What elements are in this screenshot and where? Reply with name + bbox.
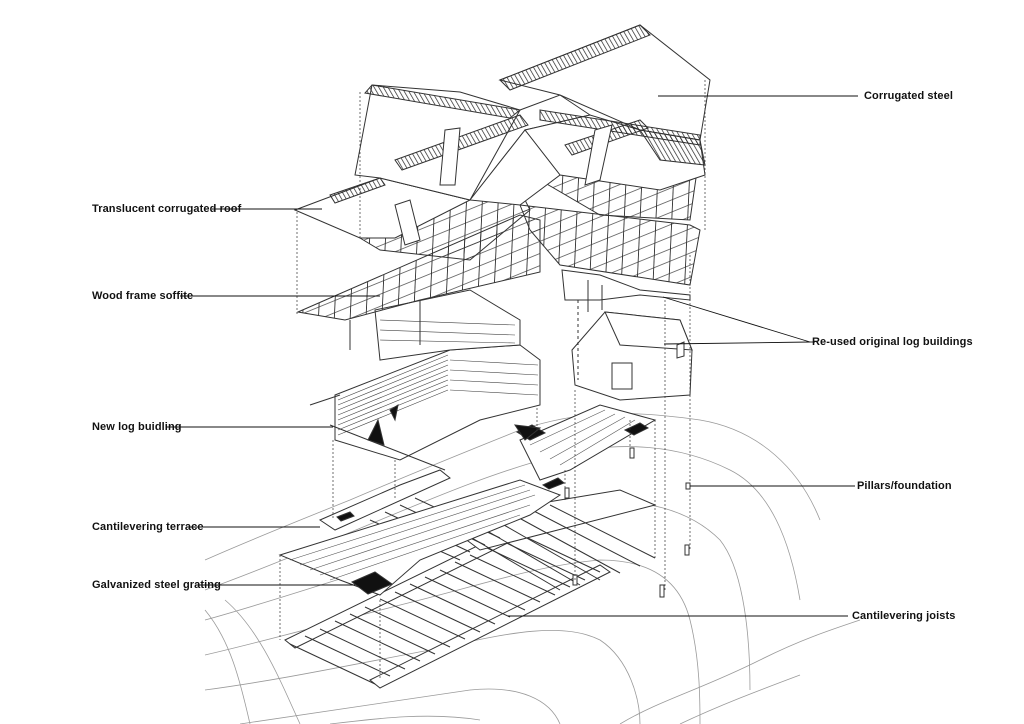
reused-log-buildings xyxy=(561,269,693,401)
label-new-log-building: New log buidling xyxy=(92,421,182,433)
label-cantilevering-joists: Cantilevering joists xyxy=(852,610,956,622)
projection-lines xyxy=(279,80,706,680)
roof-assembly xyxy=(293,24,711,246)
label-translucent-roof: Translucent corrugated roof xyxy=(92,203,242,215)
leader-lines xyxy=(166,95,858,617)
label-pillars-foundation: Pillars/foundation xyxy=(857,480,952,492)
label-cantilevering-terrace: Cantilevering terrace xyxy=(92,521,204,533)
label-galvanized-grating: Galvanized steel grating xyxy=(92,579,221,591)
label-reused-log-buildings: Re-used original log buildings xyxy=(812,336,973,348)
label-wood-frame-soffite: Wood frame soffite xyxy=(92,290,194,302)
new-log-building xyxy=(309,289,542,471)
label-corrugated-steel: Corrugated steel xyxy=(864,90,954,102)
cantilevering-joists xyxy=(284,489,657,689)
